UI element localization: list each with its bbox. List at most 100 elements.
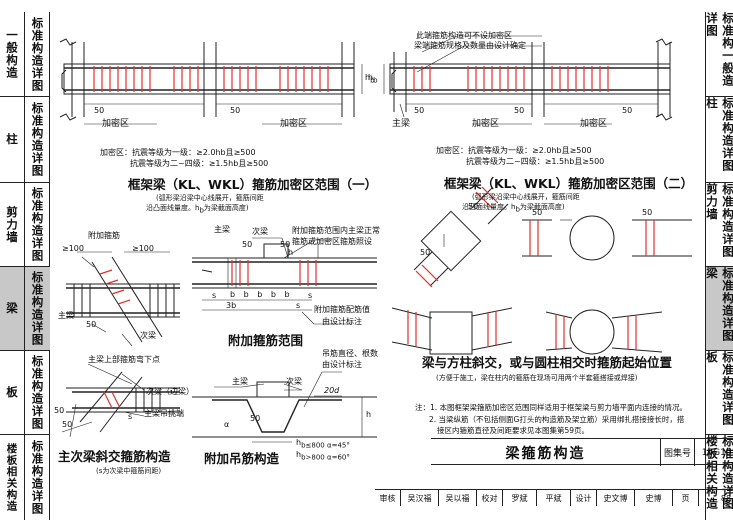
fig6-label-50d: 50 [642, 208, 653, 217]
fig6-label-50a: 50 [468, 202, 479, 211]
fig4-stirrups [231, 260, 317, 286]
left-index: 一般构造 标准构造详图 柱 标准构造详图 剪力墙 标准构造详图 梁 标准构造详图… [0, 12, 50, 520]
right-tab-shearwall[interactable]: 标准构造详图剪力墙 [706, 183, 733, 267]
title-block-main: 梁箍筋构造 图集号 16G101-1 [431, 438, 733, 466]
fig1-dim-50b: 50 [230, 106, 241, 115]
fig3-label-100a: ≥100 [62, 244, 84, 253]
fig1-dense-left: 加密区 [102, 119, 130, 129]
fig4-label-ss: s [296, 301, 301, 310]
fig5-title: 附加吊筋构造 [204, 451, 280, 466]
fig3-oblique [66, 251, 180, 347]
fig4-fujia-val: 附加箍筋配筋值 [314, 305, 370, 314]
right-tab-column[interactable]: 标准构造详图柱 [706, 97, 733, 183]
fig6-stirrups [407, 186, 655, 350]
atlas-label: 图集号 [661, 439, 695, 466]
title-block-signatures: 审核 吴汉福 吴以福 校对 罗斌 平斌 设计 史文博 史博 页 88 [375, 489, 733, 506]
fig1-title: 框架梁（KL、WKL）箍筋加密区范围（一） [128, 177, 378, 192]
fig2-dim-50b: 50 [514, 106, 525, 115]
fig4-fujia-val2: 由设计标注 [322, 317, 362, 326]
fig3-label-top-bend: 主梁上部箍筋弯下点 [88, 355, 160, 364]
drawing-title: 梁箍筋构造 [431, 439, 661, 466]
fig5-label-spec2: 由设计标注 [322, 360, 362, 369]
sig-review-name: 吴汉福 [401, 490, 439, 506]
left-tab-slabrelated[interactable]: 楼板相关构造 标准构造详图 [0, 435, 50, 520]
fig5-label-20d: 20d [324, 386, 340, 395]
fig3-label-50: 50 [86, 320, 97, 329]
left-tab-slab-label: 标准构造详图 [30, 355, 45, 430]
fig1-stirrups [93, 66, 329, 92]
fig2-dim-50c: 50 [622, 106, 633, 115]
sig-design-name: 史文博 [597, 490, 635, 506]
fig3-label-s: s [128, 412, 133, 421]
fig1-subtitle1: (弧形梁沿梁中心线展开，箍筋间距 [156, 194, 264, 202]
fig2-dim-50a: 50 [414, 106, 425, 115]
fig3-label-fujia: 附加箍筋 [88, 231, 120, 240]
fig4-beam [192, 237, 377, 325]
right-tab-general[interactable]: 标准构一般造详图 [706, 12, 733, 97]
fig5-cond2: hb>800 α=60° [296, 450, 350, 462]
fig4-label-hl: h [288, 248, 294, 257]
fig4-dims: b b b b b [230, 290, 293, 299]
drawing-svg [59, 35, 692, 443]
fig4-label-50a: 50 [242, 240, 253, 249]
right-tab-slabrelated[interactable]: 标准构造详图楼板相关构造 [706, 435, 733, 510]
fig1-hb: hb [365, 73, 375, 85]
fig3-label-sec: 次梁 [140, 331, 156, 340]
title-block: 梁箍筋构造 图集号 16G101-1 审核 吴汉福 吴以福 校对 罗斌 平斌 设… [375, 438, 733, 508]
left-tab-shearwall-label: 标准构造详图 [30, 187, 45, 262]
fig4-label-main: 主梁 [214, 225, 230, 234]
left-tab-beam-type: 梁 [0, 267, 25, 350]
fig3-label-main-hook: 主梁吊挑端 [144, 409, 184, 418]
sig-check-label: 校对 [477, 490, 503, 506]
right-tab-beam[interactable]: 标准构造详图梁 [706, 267, 733, 351]
note-2: 2. 当梁纵筋（不包括侧面G打头的构造筋及架立筋）采用绑扎搭接接长时，搭 [429, 414, 685, 424]
page-label: 页 [673, 490, 699, 506]
fig6-title: 梁与方柱斜交，或与圆柱相交时箍筋起始位置 [422, 355, 673, 370]
fig1-beam [59, 38, 363, 125]
left-tab-shearwall[interactable]: 剪力墙 标准构造详图 [0, 183, 50, 267]
sig-check-sign: 平斌 [537, 490, 571, 506]
fig4-note1: 附加箍筋范围内主梁正常 [292, 226, 380, 235]
fig2-main-beam: 主梁 [392, 119, 411, 129]
fig1-subtitle2: 沿凸面线量度。hb为梁截面高度) [146, 204, 249, 215]
fig4-note2: 箍筋或加密区箍筋照设 [292, 237, 372, 246]
fig5-label-main: 主梁 [232, 377, 248, 386]
left-tab-general-label: 标准构造详图 [30, 16, 45, 92]
fig4-title: 附加箍筋范围 [228, 333, 304, 348]
fig1-note-line1: 加密区：抗震等级为一级：≥2.0hb且≥500 [100, 148, 256, 157]
fig3-label-50a: 50 [54, 406, 65, 415]
fig2-note-line2: 抗震等级为二~四级：≥1.5hb且≥500 [466, 157, 605, 166]
fig4-label-s2: s [308, 291, 313, 300]
fig2-top-note1: 此端箍筋构造可不设加密区 [416, 31, 512, 40]
sig-design-sign: 史博 [635, 490, 673, 506]
left-tab-column[interactable]: 柱 标准构造详图 [0, 97, 50, 183]
fig2-stirrups [413, 66, 609, 92]
notes-block: 注：1. 本图框架梁箍筋加密区范围同样适用于框架梁与剪力墙平面内连接的情况。 2… [415, 402, 687, 437]
fig5-label-sec: 次梁 [286, 377, 302, 386]
left-tab-shearwall-type: 剪力墙 [0, 183, 25, 266]
fig2-dense-left: 加密区 [472, 119, 500, 129]
left-tab-beam[interactable]: 梁 标准构造详图 [0, 267, 50, 351]
fig3-label-50b: 50 [62, 420, 73, 429]
left-tab-general[interactable]: 一般构造 标准构造详图 [0, 12, 50, 97]
fig5-cond1: hb≤800 α=45° [296, 438, 350, 450]
fig3-stirrups [99, 269, 131, 305]
fig5-label-alpha: α [224, 420, 230, 429]
fig6-subtitle: (方便于施工，梁在柱内的箍筋在现场可用两个半套箍搭接或焊接) [436, 374, 638, 382]
fig3-label-100b: ≥100 [132, 244, 154, 253]
fig3-label-main: 主梁 [58, 311, 74, 320]
page-value: 88 [720, 493, 732, 503]
fig4-label-50b: 50 [280, 240, 291, 249]
sig-review-label: 审核 [375, 490, 401, 506]
left-tab-slab[interactable]: 板 标准构造详图 [0, 351, 50, 435]
fig2-subtitle2: 沿凸面线量度。hb为梁截面高度) [462, 203, 565, 214]
note-1: 注：1. 本图框架梁箍筋加密区范围同样适用于框架梁与剪力墙平面内连接的情况。 [415, 403, 688, 412]
fig1-dense-right: 加密区 [280, 119, 308, 129]
right-tab-slab[interactable]: 标准构造详图板 [706, 351, 733, 435]
fig1-dim-50a: 50 [94, 106, 105, 115]
fig5-label-spec1: 吊筋直径、根数 [322, 349, 378, 358]
left-tab-column-type: 柱 [0, 97, 25, 182]
fig5-hanger [192, 371, 377, 443]
fig6-label-50b: 50 [420, 248, 431, 257]
